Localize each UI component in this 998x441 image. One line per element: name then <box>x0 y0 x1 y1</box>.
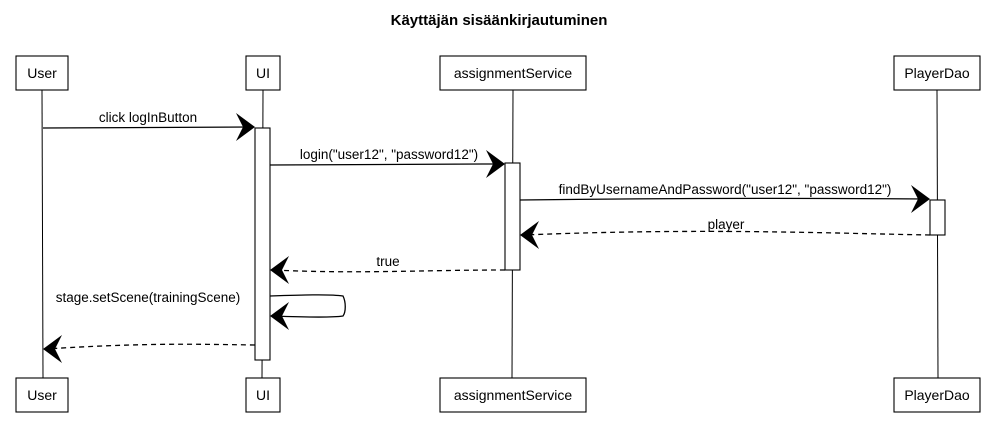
diagram-title: Käyttäjän sisäänkirjautuminen <box>391 12 608 29</box>
activation-player-dao <box>929 199 946 236</box>
participant-assignment-service-bottom: assignmentService <box>439 377 587 413</box>
participant-assignment-service-top: assignmentService <box>439 55 587 91</box>
message-label: stage.setScene(trainingScene) <box>56 290 241 305</box>
arrowhead <box>911 185 930 213</box>
participant-ui-bottom: UI <box>245 377 281 413</box>
participant-label: assignmentService <box>454 387 572 403</box>
participant-label: UI <box>256 387 270 403</box>
arrowhead <box>43 335 62 363</box>
message-click-login-button: click logInButton <box>42 110 255 141</box>
participant-label: User <box>27 65 57 81</box>
participant-label: UI <box>256 65 270 81</box>
activation-ui <box>254 127 271 361</box>
lifeline-user <box>41 89 44 379</box>
arrowhead <box>270 302 289 330</box>
message-login: login("user12", "password12") <box>269 147 505 178</box>
activation-assignment-service <box>504 162 521 271</box>
participant-ui-top: UI <box>245 55 281 91</box>
participant-player-dao-bottom: PlayerDao <box>893 377 981 413</box>
arrowhead <box>486 150 505 178</box>
message-label: click logInButton <box>99 110 197 125</box>
arrowhead <box>520 221 539 249</box>
participant-label: PlayerDao <box>904 65 970 81</box>
participant-player-dao-top: PlayerDao <box>893 55 981 91</box>
participant-label: assignmentService <box>454 65 572 81</box>
participant-label: User <box>27 387 57 403</box>
message-find-by-username-and-password: findByUsernameAndPassword("user12", "pas… <box>519 182 930 213</box>
message-label: player <box>708 217 745 232</box>
message-return-true: true <box>270 254 506 284</box>
message-self-set-scene: stage.setScene(trainingScene) <box>56 290 346 330</box>
participant-user-top: User <box>15 55 69 91</box>
message-label: findByUsernameAndPassword("user12", "pas… <box>559 182 892 197</box>
participant-user-bottom: User <box>15 377 69 413</box>
arrowhead <box>236 113 255 141</box>
message-return-to-user <box>43 335 256 363</box>
participant-label: PlayerDao <box>904 387 970 403</box>
message-return-player: player <box>520 217 931 249</box>
message-label: login("user12", "password12") <box>300 147 478 162</box>
arrowhead <box>270 256 289 284</box>
message-label: true <box>376 254 399 269</box>
